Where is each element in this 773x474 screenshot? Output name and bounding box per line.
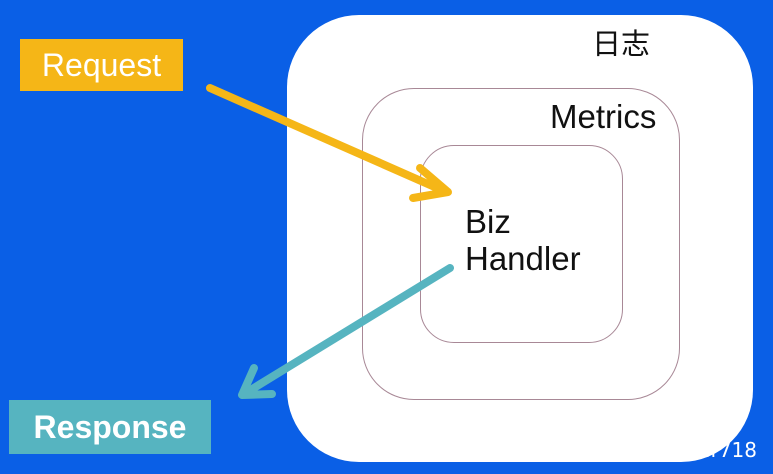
metrics-layer-label: Metrics bbox=[550, 98, 657, 135]
response-label: Response bbox=[33, 409, 187, 445]
log-layer-label: 日志 bbox=[592, 27, 651, 61]
biz-handler-box bbox=[420, 145, 623, 343]
biz-handler-label-line1: Biz bbox=[465, 203, 511, 240]
response-box: Response bbox=[9, 400, 211, 454]
request-label: Request bbox=[41, 47, 162, 83]
biz-handler-label-line2: Handler bbox=[465, 239, 581, 277]
request-box: Request bbox=[20, 39, 183, 91]
biz-handler-label: Biz Handler bbox=[465, 203, 615, 278]
metrics-layer-box bbox=[362, 88, 680, 400]
watermark: 掘金技术社区 @ offer718 bbox=[519, 438, 757, 462]
